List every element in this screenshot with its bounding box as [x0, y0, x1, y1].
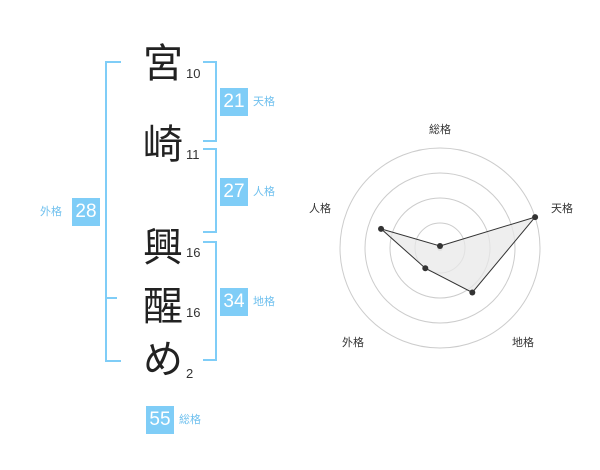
radar-points [378, 214, 539, 296]
radar-axis-label-tenkaku: 天格 [551, 201, 573, 215]
name-char-3: 興 [143, 225, 183, 271]
radar-ring [364, 172, 516, 324]
radar-axis-label-chikaku: 地格 [512, 335, 534, 349]
jinkaku-bracket [203, 148, 217, 233]
chikaku-value: 34 [220, 288, 248, 316]
jinkaku-label: 人格 [253, 185, 275, 198]
tenkaku-value: 21 [220, 88, 248, 116]
radar-axis-label-jinkaku: 人格 [309, 201, 331, 215]
soukaku-value: 55 [146, 406, 174, 434]
radar-ring [339, 147, 541, 349]
name-char-5: め [143, 337, 183, 383]
stroke-count-2: 11 [186, 147, 200, 162]
stroke-count-5: 2 [186, 366, 194, 381]
radar-point-5 [378, 225, 385, 232]
gaikaku-bracket-tick [105, 297, 117, 299]
tenkaku-label: 天格 [253, 95, 275, 108]
radar-point-2 [532, 214, 539, 221]
name-char-2: 崎 [143, 122, 183, 168]
name-char-4: 醒 [143, 284, 183, 330]
tenkaku-bracket [203, 61, 217, 142]
radar-point-4 [422, 265, 429, 272]
stroke-count-3: 16 [186, 245, 201, 260]
gaikaku-label: 外格 [40, 205, 62, 218]
soukaku-label: 総格 [179, 413, 201, 426]
stroke-count-4: 16 [186, 305, 201, 320]
gaikaku-value: 28 [72, 198, 100, 226]
gaikaku-bracket [105, 61, 121, 362]
name-char-1: 宮 [143, 41, 183, 87]
jinkaku-value: 27 [220, 178, 248, 206]
radar-axis-label-soukaku: 総格 [429, 122, 451, 136]
chikaku-label: 地格 [253, 295, 275, 308]
radar-series-area [380, 216, 537, 294]
radar-point-3 [469, 289, 476, 296]
stroke-count-1: 10 [186, 66, 201, 81]
radar-point-1 [437, 243, 443, 249]
radar-axis-label-gaikaku: 外格 [342, 335, 364, 349]
chikaku-bracket [203, 241, 217, 361]
